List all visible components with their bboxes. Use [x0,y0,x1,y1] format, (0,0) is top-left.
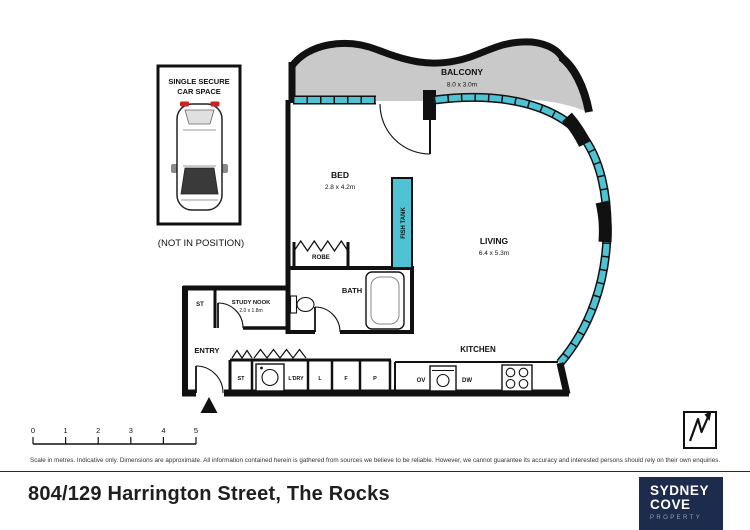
entry-arrow-icon [200,397,218,413]
car-space-title-line2: CAR SPACE [177,87,221,96]
balcony: BALCONY 8.0 x 3.0m [288,38,593,113]
car-windshield [180,167,219,195]
entry-door [195,365,224,394]
scale-tick-5: 5 [194,426,198,435]
entry-label: ENTRY [194,346,219,355]
living-label: LIVING [480,236,509,246]
balcony-right-wall [558,53,593,113]
washing-machine [255,363,285,392]
footer-divider [0,471,750,472]
structural-column-lower [595,200,612,243]
balcony-outer-wall [288,38,567,70]
floor-plan-drawing: SINGLE SECURE CAR SPACE (NOT IN POSITION… [31,38,717,449]
pantry-label: P [373,376,377,382]
robe-label: ROBE [312,254,330,261]
property-address: 804/129 Harrington Street, The Rocks [28,483,390,505]
toilet [289,295,315,314]
scale-tick-1: 1 [64,426,68,435]
kitchen-label: KITCHEN [460,345,496,354]
scale-bar: 0 1 2 3 4 5 [31,426,198,445]
window-wall-curved [433,92,612,366]
fridge-label: F [344,376,348,382]
laundry-bifold-doors [253,348,307,359]
bathtub [365,271,405,330]
north-arrow-icon [688,416,710,442]
robe-bifold-doors [293,239,349,253]
balcony-label: BALCONY [441,67,483,77]
bath-label: BATH [342,286,362,295]
agency-logo-line1: SYDNEY [650,483,710,498]
car-space-panel: SINGLE SECURE CAR SPACE [156,64,242,226]
studynook-dims: 2.0 x 1.8m [239,308,262,314]
car-taillight-right [210,101,220,107]
interior-walls [182,100,571,397]
balcony-floor [292,41,588,112]
scale-tick-4: 4 [161,426,165,435]
bath-door [314,306,341,333]
balcony-door [379,103,431,155]
cooktop [501,364,533,392]
door-swing-arc [217,302,244,329]
storage-lower-label: ST [237,376,245,382]
north-arrowhead-icon [704,411,712,421]
bed-label: BED [331,170,349,180]
scale-tick-2: 2 [96,426,100,435]
dishwasher-label: DW [462,378,472,384]
car-space-title-line1: SINGLE SECURE [168,77,229,86]
balcony-dims: 8.0 x 3.0m [447,82,477,89]
window-glass [433,94,611,365]
agency-logo-line2: COVE [650,497,691,512]
studynook-door [217,302,244,329]
door-swing-arc [314,306,341,333]
bed-dims: 2.8 x 4.2m [325,184,355,191]
studynook-label: STUDY NOOK [232,300,271,306]
laundry-label: L'DRY [288,376,304,382]
fish-tank-label: FISH TANK [401,207,407,239]
wall-right-end [556,362,571,395]
scale-tick-0: 0 [31,426,35,435]
structural-column-upper [562,112,591,147]
scale-tick-3: 3 [129,426,133,435]
car-illustration [171,101,228,211]
car-rear-window [184,109,215,125]
car-space-note: (NOT IN POSITION) [158,238,244,249]
agency-logo: SYDNEY COVE PROPERTY [639,477,723,530]
north-indicator [683,411,717,449]
car-taillight-left [180,101,189,107]
oven [429,365,457,392]
room-labels: BED 2.8 x 4.2m LIVING 6.4 x 5.3m ROBE BA… [194,170,509,384]
fish-tank-body [391,177,413,269]
disclaimer-text: Scale in metres. Indicative only. Dimens… [30,457,721,464]
agency-logo-line3: PROPERTY [650,515,703,521]
oven-label: OV [417,378,426,384]
fish-tank: FISH TANK [391,177,413,269]
linen-label: L [318,376,322,382]
storage-upper-label: ST [196,302,204,308]
living-dims: 6.4 x 5.3m [479,250,509,257]
storage-bifold-doors [231,349,253,360]
door-swing-arc [195,365,224,394]
door-swing-arc [379,103,431,155]
